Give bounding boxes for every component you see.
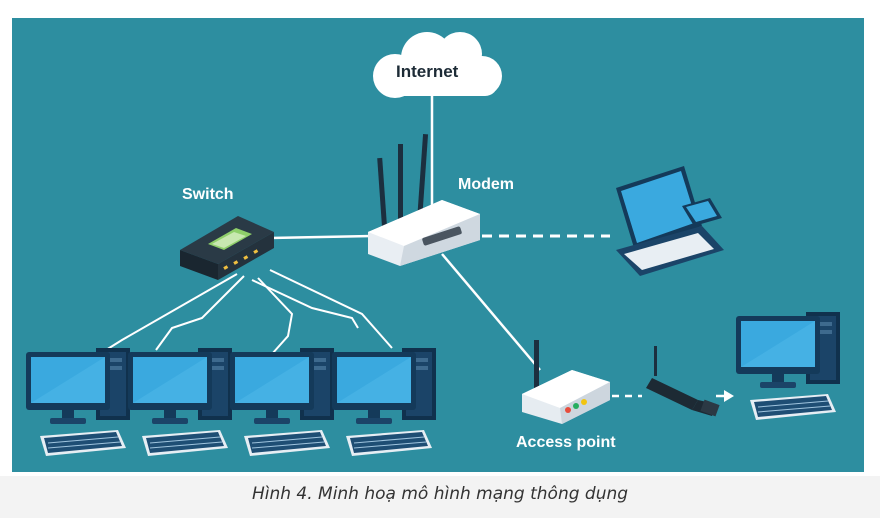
router-icon	[368, 133, 480, 266]
desktop-computer-icon	[25, 347, 131, 457]
cloud-icon	[373, 32, 502, 98]
diagram-canvas	[25, 32, 841, 457]
network-links	[105, 96, 734, 402]
network-diagram: Internet Modem Switch Access point	[12, 18, 864, 472]
usb-wifi-adapter-icon	[646, 346, 720, 417]
network-switch-icon	[180, 216, 274, 280]
desktop-computer-icon	[331, 347, 437, 457]
wireless-access-point-icon	[522, 340, 610, 424]
switch-label: Switch	[182, 186, 234, 203]
internet-label: Internet	[396, 62, 459, 81]
smartphone-icon	[682, 198, 722, 226]
desktop-computer-icon	[127, 347, 233, 457]
figure-caption: Hình 4. Minh hoạ mô hình mạng thông dụng	[251, 484, 629, 504]
laptop-icon	[616, 166, 724, 276]
desktop-computer-icon	[229, 347, 335, 457]
access-point-label: Access point	[516, 434, 616, 451]
modem-label: Modem	[458, 176, 514, 193]
figure-caption-bar: Hình 4. Minh hoạ mô hình mạng thông dụng	[0, 476, 880, 518]
desktop-computer-icon	[735, 311, 841, 421]
